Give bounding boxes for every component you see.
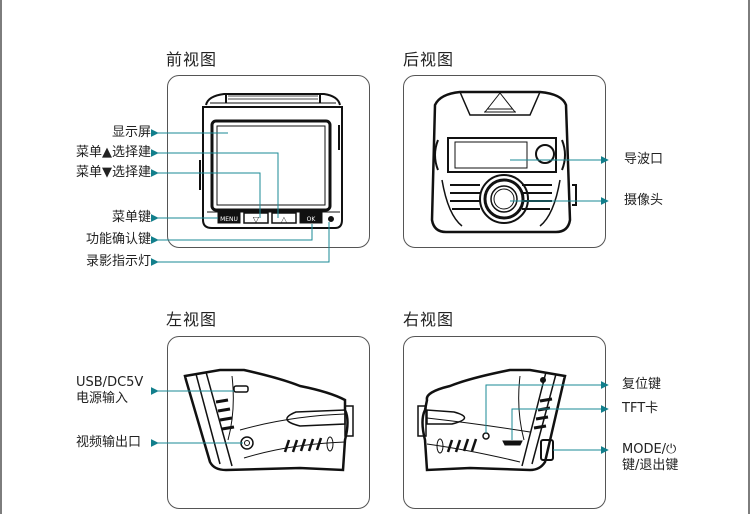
ok-button-glyph: OK (307, 216, 317, 223)
left-view-panel (167, 336, 370, 509)
leader-tf-card (511, 405, 609, 440)
leader-menu-down (150, 169, 261, 218)
label-menu-down-key: 菜单▼选择建 (76, 165, 151, 180)
label-reset-key: 复位键 (622, 377, 662, 392)
leader-ok-key (150, 224, 313, 244)
label-mode-key: MODE/⏻ (622, 442, 677, 457)
label-record-led: 录影指示灯 (85, 254, 151, 269)
down-button-glyph: ▽ (253, 215, 260, 224)
label-menu-key: 菜单键 (111, 210, 151, 225)
label-power-input: 电源输入 (76, 391, 129, 406)
label-waveguide: 导波口 (624, 152, 664, 167)
label-exit-key: 键/退出键 (622, 458, 679, 473)
page-border-right (748, 0, 750, 514)
right-view-title: 右视图 (403, 310, 455, 329)
front-view-title: 前视图 (166, 50, 218, 69)
leader-record-led (150, 222, 330, 266)
front-device-drawing (199, 93, 343, 229)
page-border-left (0, 0, 2, 514)
label-camera: 摄像头 (624, 193, 664, 208)
menu-button-glyph: MENU (220, 216, 238, 223)
left-device-drawing (183, 368, 354, 472)
rear-view-title: 后视图 (403, 50, 455, 69)
right-device-drawing (417, 368, 567, 472)
label-ok-key: 功能确认键 (85, 232, 151, 247)
left-view-title: 左视图 (166, 310, 218, 329)
label-display-screen: 显示屏 (111, 125, 151, 140)
label-usb-dc5v: USB/DC5V (76, 375, 144, 390)
up-button-glyph: △ (281, 215, 288, 224)
label-video-out: 视频输出口 (76, 435, 142, 450)
label-menu-up-key: 菜单▲选择建 (76, 145, 151, 160)
label-tf-card: TFT卡 (622, 401, 659, 416)
leader-menu-up (150, 149, 279, 218)
rear-device-drawing (430, 90, 577, 234)
right-view-panel (403, 336, 606, 509)
leader-reset (485, 381, 609, 433)
